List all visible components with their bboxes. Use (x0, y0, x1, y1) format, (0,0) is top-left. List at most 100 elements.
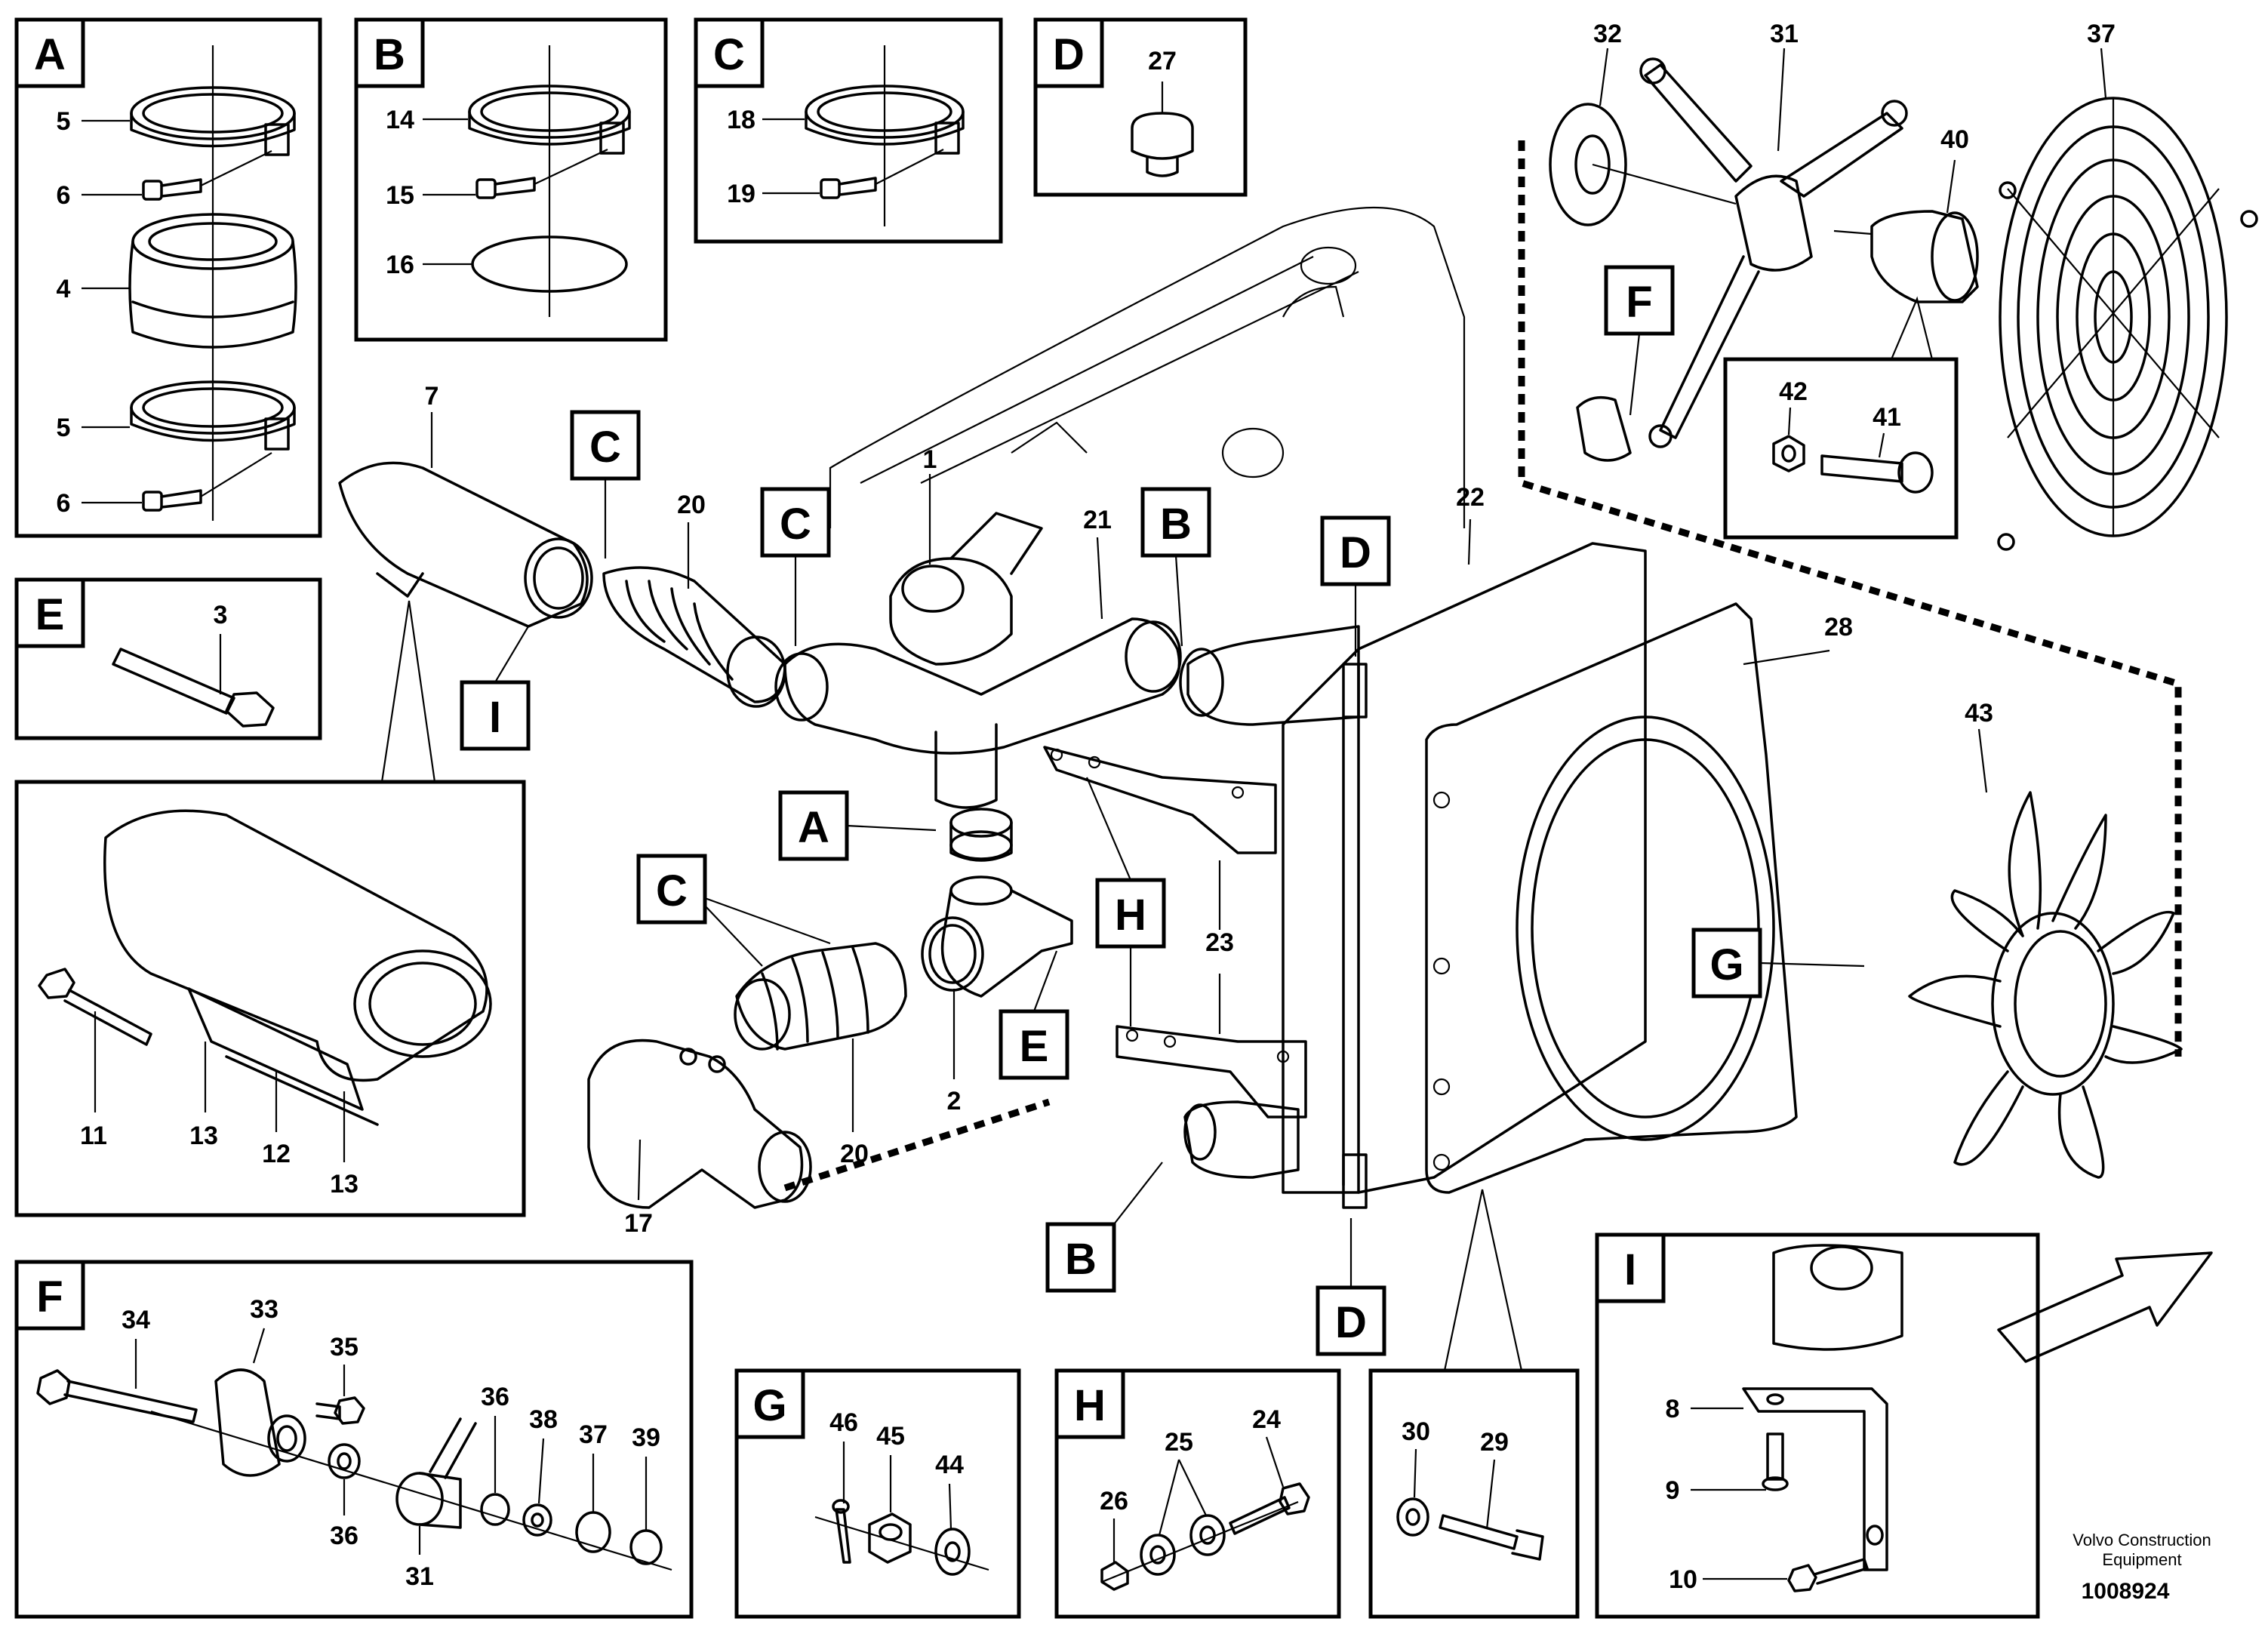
detail-box-c: C 18 19 (694, 17, 1003, 244)
detail-box-d: D 27 (1033, 17, 1248, 197)
part-number-12: 12 (262, 1140, 291, 1168)
detail-box-e: E 3 (14, 577, 322, 740)
callout-box-c-1: C (570, 410, 641, 558)
svg-text:D: D (1340, 528, 1371, 577)
part-number-13: 13 (189, 1122, 218, 1150)
part-number-45: 45 (876, 1422, 905, 1451)
bushing-31 (395, 1417, 477, 1529)
part-number-19: 19 (727, 180, 755, 208)
callout-box-c-2: C (760, 487, 831, 646)
fan-shroud-28: 28 (1425, 602, 1853, 1194)
callout-f-label: F (36, 1272, 63, 1322)
part-number-25: 25 (1165, 1428, 1193, 1457)
part-number-44: 44 (935, 1451, 964, 1479)
part-number-28: 28 (1824, 613, 1853, 642)
hose-20-lower: 20 (734, 942, 907, 1168)
nut-36 (480, 1493, 510, 1526)
callout-h-label: H (1074, 1381, 1106, 1430)
washer-38 (522, 1503, 552, 1537)
washer-30 (1396, 1497, 1429, 1537)
clamp-screw-lower (142, 452, 272, 512)
part-number-42: 42 (1779, 377, 1808, 406)
gasket-32: 32 (1549, 20, 1737, 226)
part-number-35: 35 (330, 1333, 359, 1362)
callout-box-b-2: B (1045, 1162, 1163, 1293)
radiator-22: 22 (1282, 483, 1647, 1209)
bolt-34 (36, 1369, 198, 1423)
svg-text:F: F (1626, 278, 1652, 327)
svg-text:D: D (1335, 1298, 1367, 1347)
part-number-37: 37 (2087, 20, 2116, 48)
assembly-outline (1518, 140, 2182, 1057)
callout-b-label: B (374, 30, 405, 79)
elbow-2: 2 (921, 875, 1073, 1115)
part-number-33: 33 (250, 1295, 278, 1324)
hose-21: 21 (774, 506, 1182, 809)
part-number-26: 26 (1100, 1487, 1128, 1515)
callout-box-d-1: D (1320, 515, 1391, 657)
clamp-screw (142, 150, 272, 201)
washer-25 (1140, 1534, 1176, 1576)
part-number-31: 31 (1770, 20, 1799, 48)
cotter-pin-46 (832, 1499, 851, 1564)
part-number-21: 21 (1083, 506, 1112, 534)
callout-a-label: A (34, 30, 66, 79)
callout-box-e-main: E (999, 950, 1069, 1080)
part-number-46: 46 (829, 1408, 858, 1437)
part-number-29: 29 (1480, 1428, 1509, 1457)
part-number-20: 20 (677, 491, 706, 519)
bolt-11 (38, 968, 152, 1046)
hose-b-lower (1183, 1100, 1300, 1179)
washer-25b (1189, 1514, 1226, 1556)
part-number-6: 6 (57, 489, 71, 518)
part-number-1: 1 (923, 445, 937, 474)
svg-text:A: A (798, 803, 829, 852)
pipe-17: 17 (587, 1039, 812, 1238)
part-number-6: 6 (57, 181, 71, 210)
callout-box-c-3: C (636, 854, 831, 967)
callout-box-b-1: B (1140, 487, 1211, 647)
callout-i-label: I (1624, 1245, 1636, 1294)
svg-text:I: I (489, 693, 501, 742)
svg-text:C: C (780, 500, 811, 549)
part-number-20: 20 (840, 1140, 869, 1168)
mount-33 (214, 1368, 306, 1477)
part-number-16: 16 (386, 251, 414, 279)
nut-26 (1100, 1561, 1129, 1591)
hose-20-upper: 20 (602, 491, 786, 708)
part-number-38: 38 (529, 1405, 558, 1434)
hose-clamp-lower (130, 380, 296, 451)
fan-hub-40: 40 (1833, 125, 1979, 303)
part-number-5: 5 (57, 107, 71, 136)
part-number-34: 34 (122, 1306, 150, 1334)
part-number-40: 40 (1940, 125, 1969, 154)
part-number-36: 36 (481, 1383, 509, 1411)
part-number-41: 41 (1873, 403, 1901, 432)
svg-text:B: B (1160, 500, 1192, 549)
washer-36 (328, 1443, 361, 1479)
part-number-43: 43 (1965, 699, 1993, 728)
part-number-4: 4 (57, 275, 71, 303)
hose-b-upper (1179, 625, 1360, 726)
part-number-36: 36 (330, 1522, 359, 1550)
callout-box-f-main: F (1604, 265, 1675, 416)
svg-text:C: C (589, 423, 621, 472)
detail-box-f: F (14, 1260, 694, 1619)
bracket-8 (1742, 1244, 1903, 1571)
engine-outline (829, 207, 1466, 528)
direction-arrow (1997, 1251, 2213, 1363)
thermostat-housing-1: 1 (889, 445, 1043, 666)
pipe-7: 7 (338, 382, 593, 628)
bolt-24 (1229, 1482, 1310, 1535)
svg-text:H: H (1115, 891, 1146, 940)
part-number-23: 23 (1205, 928, 1234, 957)
part-number-13: 13 (330, 1170, 359, 1199)
hose-clamp (130, 86, 296, 156)
callout-d-label: D (1053, 30, 1085, 79)
callout-g-label: G (752, 1381, 786, 1430)
part-number-37: 37 (579, 1420, 608, 1449)
fan-43: 43 (1908, 699, 2183, 1179)
detail-box-bolt-41: 42 41 (1723, 296, 1959, 540)
svg-text:B: B (1065, 1235, 1097, 1284)
connector-a (949, 808, 1013, 862)
